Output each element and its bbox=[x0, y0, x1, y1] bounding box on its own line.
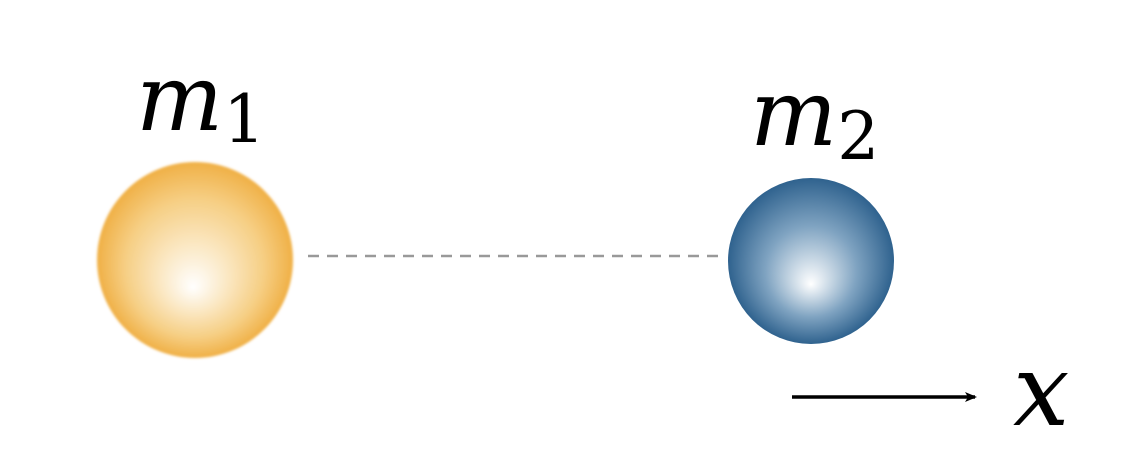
mass2-sphere bbox=[728, 178, 894, 344]
mass1-subscript: 1 bbox=[223, 81, 265, 158]
mass1-sphere bbox=[97, 162, 293, 358]
mass2-label: m2 bbox=[750, 60, 879, 175]
mass2-symbol: m bbox=[750, 60, 837, 167]
mass2-subscript: 2 bbox=[837, 98, 879, 175]
mass1-symbol: m bbox=[136, 45, 223, 152]
x-axis-label: x bbox=[1013, 332, 1069, 449]
mass1-label: m1 bbox=[136, 45, 265, 158]
